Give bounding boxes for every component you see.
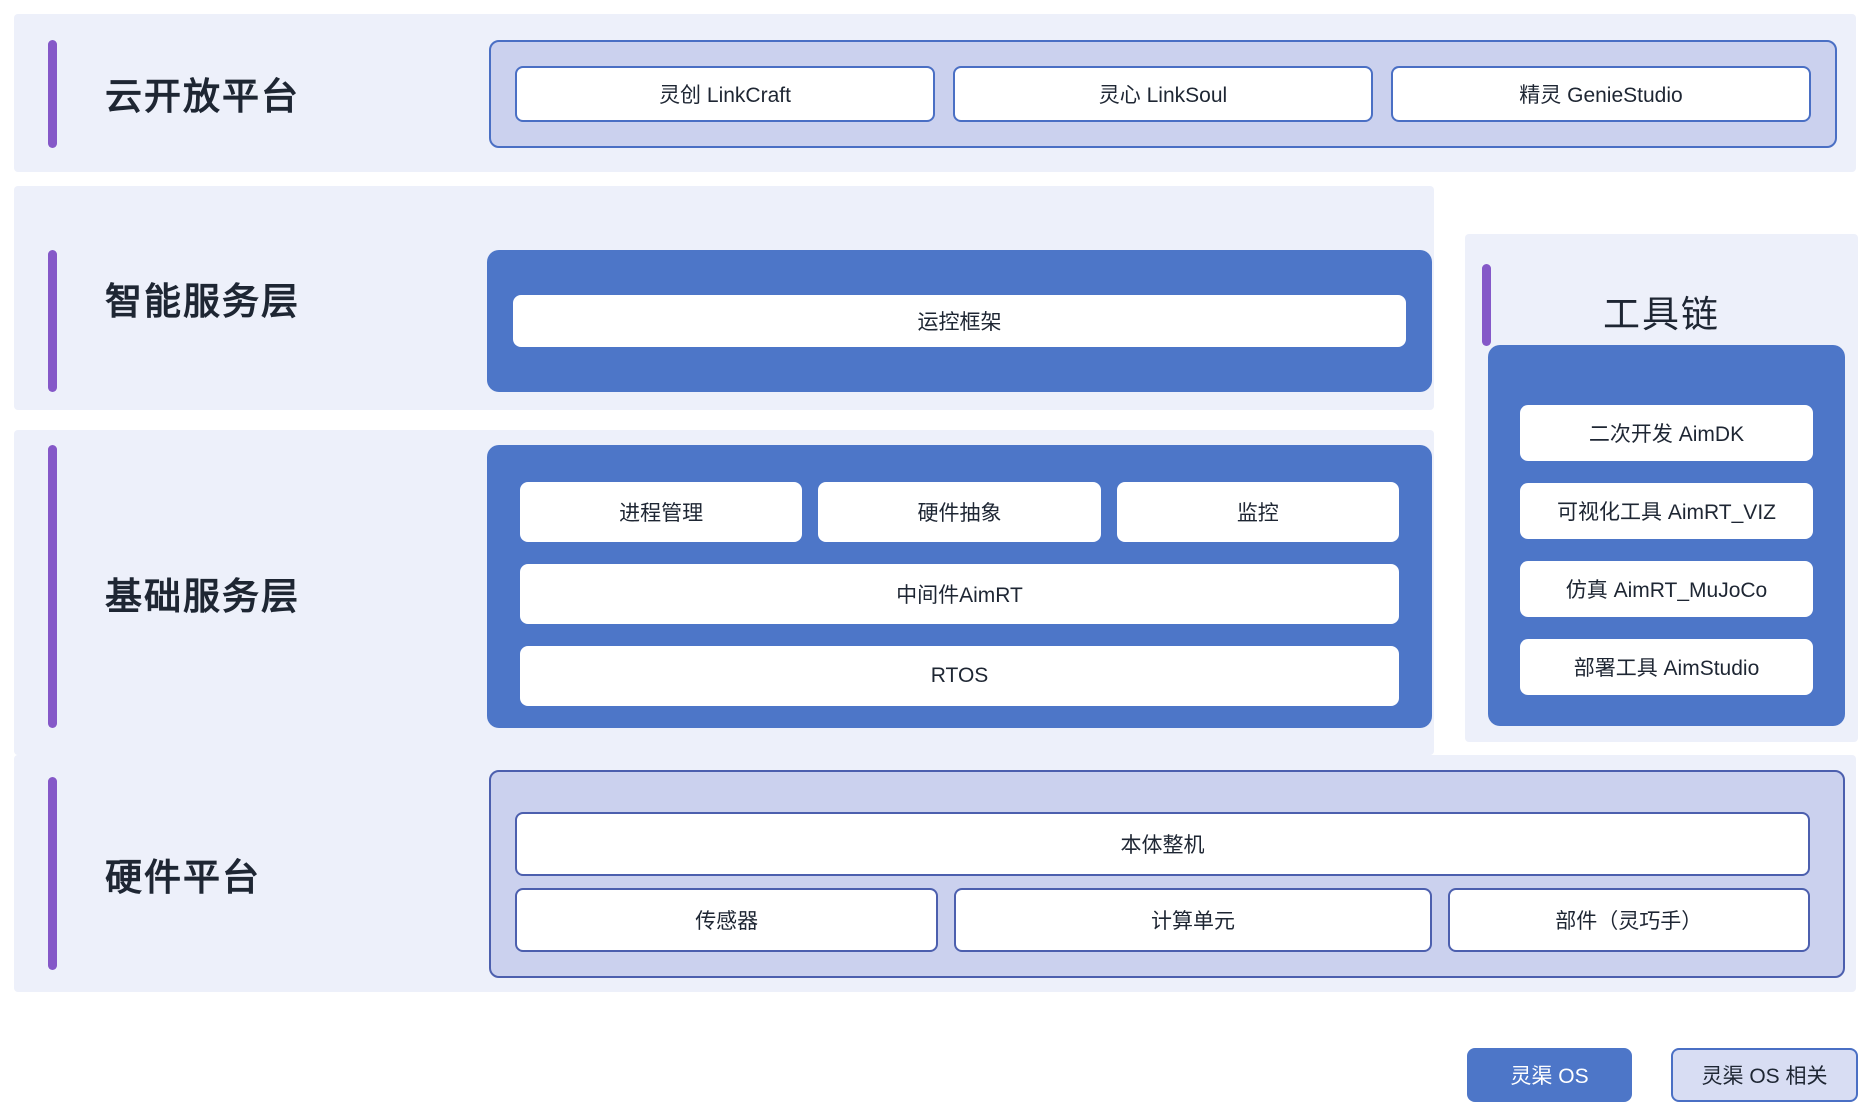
section-basic-service: 基础服务层 进程管理 硬件抽象 监控 中间件AimRT RTOS [14, 430, 1434, 755]
node-parts-dexterous-hand: 部件（灵巧手） [1447, 888, 1810, 952]
node-monitoring: 监控 [1116, 482, 1399, 542]
section-title-intelligent: 智能服务层 [105, 281, 300, 322]
node-geniestudio: 精灵 GenieStudio [1391, 66, 1811, 122]
node-middleware-aimrt: 中间件AimRT [520, 564, 1399, 624]
accent-bar [48, 40, 57, 148]
legend-lingqu-os-related: 灵渠 OS 相关 [1671, 1048, 1858, 1102]
node-aimrt-viz: 可视化工具 AimRT_VIZ [1520, 483, 1813, 539]
node-robot-machine: 本体整机 [515, 812, 1810, 876]
legend-lingqu-os: 灵渠 OS [1467, 1048, 1632, 1102]
hardware-bottom-row: 传感器 计算单元 部件（灵巧手） [515, 888, 1810, 952]
intelligent-group-container: 运控框架 [487, 250, 1432, 392]
node-sensor: 传感器 [515, 888, 939, 952]
node-linkcraft: 灵创 LinkCraft [515, 66, 935, 122]
basic-top-row: 进程管理 硬件抽象 监控 [520, 482, 1399, 542]
node-hardware-abstraction: 硬件抽象 [818, 482, 1101, 542]
node-compute-unit: 计算单元 [954, 888, 1432, 952]
node-process-management: 进程管理 [520, 482, 803, 542]
hardware-group-container: 本体整机 传感器 计算单元 部件（灵巧手） [489, 770, 1845, 978]
accent-bar [1482, 264, 1491, 346]
node-rtos: RTOS [520, 646, 1399, 706]
section-title-basic: 基础服务层 [105, 575, 300, 617]
section-title-cloud: 云开放平台 [105, 76, 300, 117]
node-aimdk: 二次开发 AimDK [1520, 405, 1813, 461]
section-title-hardware: 硬件平台 [105, 856, 261, 898]
section-title-toolchain: 工具链 [1603, 294, 1720, 335]
basic-group-container: 进程管理 硬件抽象 监控 中间件AimRT RTOS [487, 445, 1432, 728]
toolchain-group-container: 二次开发 AimDK 可视化工具 AimRT_VIZ 仿真 AimRT_MuJo… [1488, 345, 1845, 726]
accent-bar [48, 250, 57, 392]
node-motion-control-framework: 运控框架 [513, 295, 1406, 347]
node-aimstudio: 部署工具 AimStudio [1520, 639, 1813, 695]
node-aimrt-mujoco: 仿真 AimRT_MuJoCo [1520, 561, 1813, 617]
node-linksoul: 灵心 LinkSoul [953, 66, 1373, 122]
section-toolchain: 工具链 二次开发 AimDK 可视化工具 AimRT_VIZ 仿真 AimRT_… [1465, 234, 1858, 742]
cloud-group-container: 灵创 LinkCraft 灵心 LinkSoul 精灵 GenieStudio [489, 40, 1837, 148]
section-cloud-platform: 云开放平台 灵创 LinkCraft 灵心 LinkSoul 精灵 GenieS… [14, 14, 1856, 172]
section-hardware-platform: 硬件平台 本体整机 传感器 计算单元 部件（灵巧手） [14, 755, 1856, 992]
accent-bar [48, 445, 57, 728]
section-intelligent-service: 智能服务层 运控框架 [14, 186, 1434, 410]
accent-bar [48, 777, 57, 970]
